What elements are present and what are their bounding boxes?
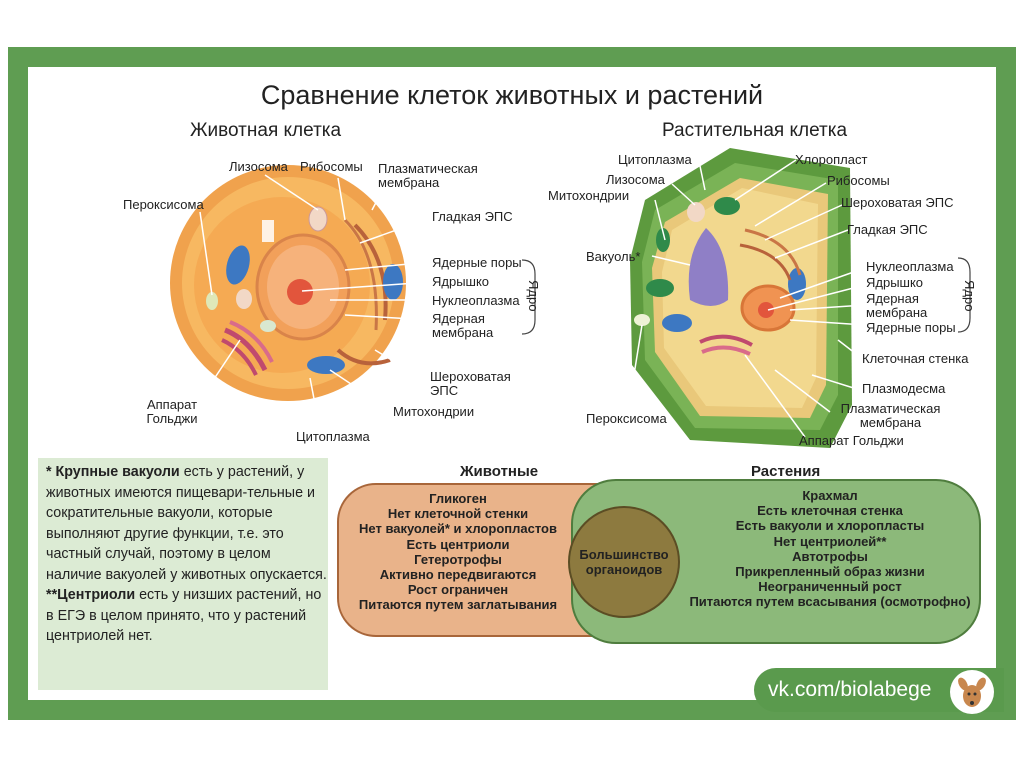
label-plant-rough-er: Шероховатая ЭПС — [841, 196, 954, 210]
label-plant-mitochondria: Митохондрии — [548, 189, 629, 203]
label-plant-peroxisome: Пероксисома — [586, 412, 667, 426]
venn-plant-item: Неограниченный рост — [680, 579, 980, 594]
label-plant-cell-wall: Клеточная стенка — [862, 352, 968, 366]
label-animal-ribosomes: Рибосомы — [300, 160, 363, 174]
label-plant-chloroplast: Хлоропласт — [795, 153, 867, 167]
label-plant-lysosome: Лизосома — [606, 173, 665, 187]
label-plant-plasmodesma: Плазмодесма — [862, 382, 945, 396]
venn-animal-item: Нет клеточной стенки — [340, 506, 576, 521]
venn-animal-item: Гетеротрофы — [340, 552, 576, 567]
label-plant-cytoplasm: Цитоплазма — [618, 153, 692, 167]
venn-animal-item: Есть центриоли — [340, 537, 576, 552]
venn-overlap-label: Большинство органоидов — [574, 547, 674, 577]
venn-animals-list: Гликоген Нет клеточной стенки Нет вакуол… — [340, 491, 576, 613]
venn-plant-item: Есть вакуоли и хлоропласты — [680, 518, 980, 533]
venn-overlap-line1: Большинство — [574, 547, 674, 562]
note-centriole-bold: **Центриоли — [46, 587, 135, 603]
label-plant-nuclear-pores: Ядерные поры — [866, 321, 956, 335]
venn-plants-title: Растения — [751, 463, 820, 480]
animal-cell-illustration — [170, 165, 406, 401]
footnote-box: * Крупные вакуоли есть у растений, у жив… — [38, 458, 328, 690]
venn-plant-item: Автотрофы — [680, 549, 980, 564]
label-plant-nucleoplasm: Нуклеоплазма — [866, 260, 954, 274]
venn-animal-item: Питаются путем заглатывания — [340, 597, 576, 612]
venn-plant-item: Прикрепленный образ жизни — [680, 564, 980, 579]
venn-plant-item: Нет центриолей** — [680, 534, 980, 549]
note-vacuole-bold: * Крупные вакуоли — [46, 464, 180, 480]
label-plant-smooth-er: Гладкая ЭПС — [847, 223, 928, 237]
note-vacuole-text: есть у растений, у животных имеются пище… — [46, 464, 327, 583]
venn-animal-item: Гликоген — [340, 491, 576, 506]
venn-animal-item: Рост ограничен — [340, 582, 576, 597]
label-animal-nucleus: Ядро — [526, 280, 540, 311]
label-plant-nucleus: Ядро — [962, 280, 976, 311]
label-animal-rough-er: Шероховатая ЭПС — [430, 370, 520, 398]
venn-animals-title: Животные — [460, 463, 538, 480]
label-animal-nuclear-pores: Ядерные поры — [432, 256, 522, 270]
label-animal-nucleoplasm: Нуклеоплазма — [432, 294, 520, 308]
label-plant-nuclear-membrane: Ядерная мембрана — [866, 292, 946, 320]
label-plant-vacuole: Вакуоль* — [586, 250, 640, 264]
label-animal-peroxisome: Пероксисома — [123, 198, 204, 212]
label-plant-membrane: Плазматическая мембрана — [833, 402, 948, 430]
label-animal-cytoplasm: Цитоплазма — [296, 430, 370, 444]
label-plant-golgi: Аппарат Гольджи — [799, 434, 904, 448]
venn-plant-item: Питаются путем всасывания (осмотрофно) — [680, 594, 980, 609]
venn-animal-item: Активно передвигаются — [340, 567, 576, 582]
label-animal-smooth-er: Гладкая ЭПС — [432, 210, 513, 224]
brand-link[interactable]: vk.com/biolabege — [768, 678, 931, 702]
label-animal-nucleolus: Ядрышко — [432, 275, 489, 289]
label-animal-membrane: Плазматическая мембрана — [378, 162, 488, 190]
fawn-logo-icon — [950, 670, 994, 714]
venn-overlap-line2: органоидов — [574, 562, 674, 577]
label-plant-ribosomes: Рибосомы — [827, 174, 890, 188]
venn-plants-list: Крахмал Есть клеточная стенка Есть вакуо… — [680, 488, 980, 610]
label-animal-lysosome: Лизосома — [229, 160, 288, 174]
label-animal-nuclear-membrane: Ядерная мембрана — [432, 312, 512, 340]
venn-plant-item: Крахмал — [680, 488, 980, 503]
venn-animal-item: Нет вакуолей* и хлоропластов — [340, 521, 576, 536]
venn-plant-item: Есть клеточная стенка — [680, 503, 980, 518]
label-animal-mitochondria: Митохондрии — [393, 405, 474, 419]
label-animal-golgi: Аппарат Гольджи — [142, 398, 202, 426]
label-plant-nucleolus: Ядрышко — [866, 276, 923, 290]
